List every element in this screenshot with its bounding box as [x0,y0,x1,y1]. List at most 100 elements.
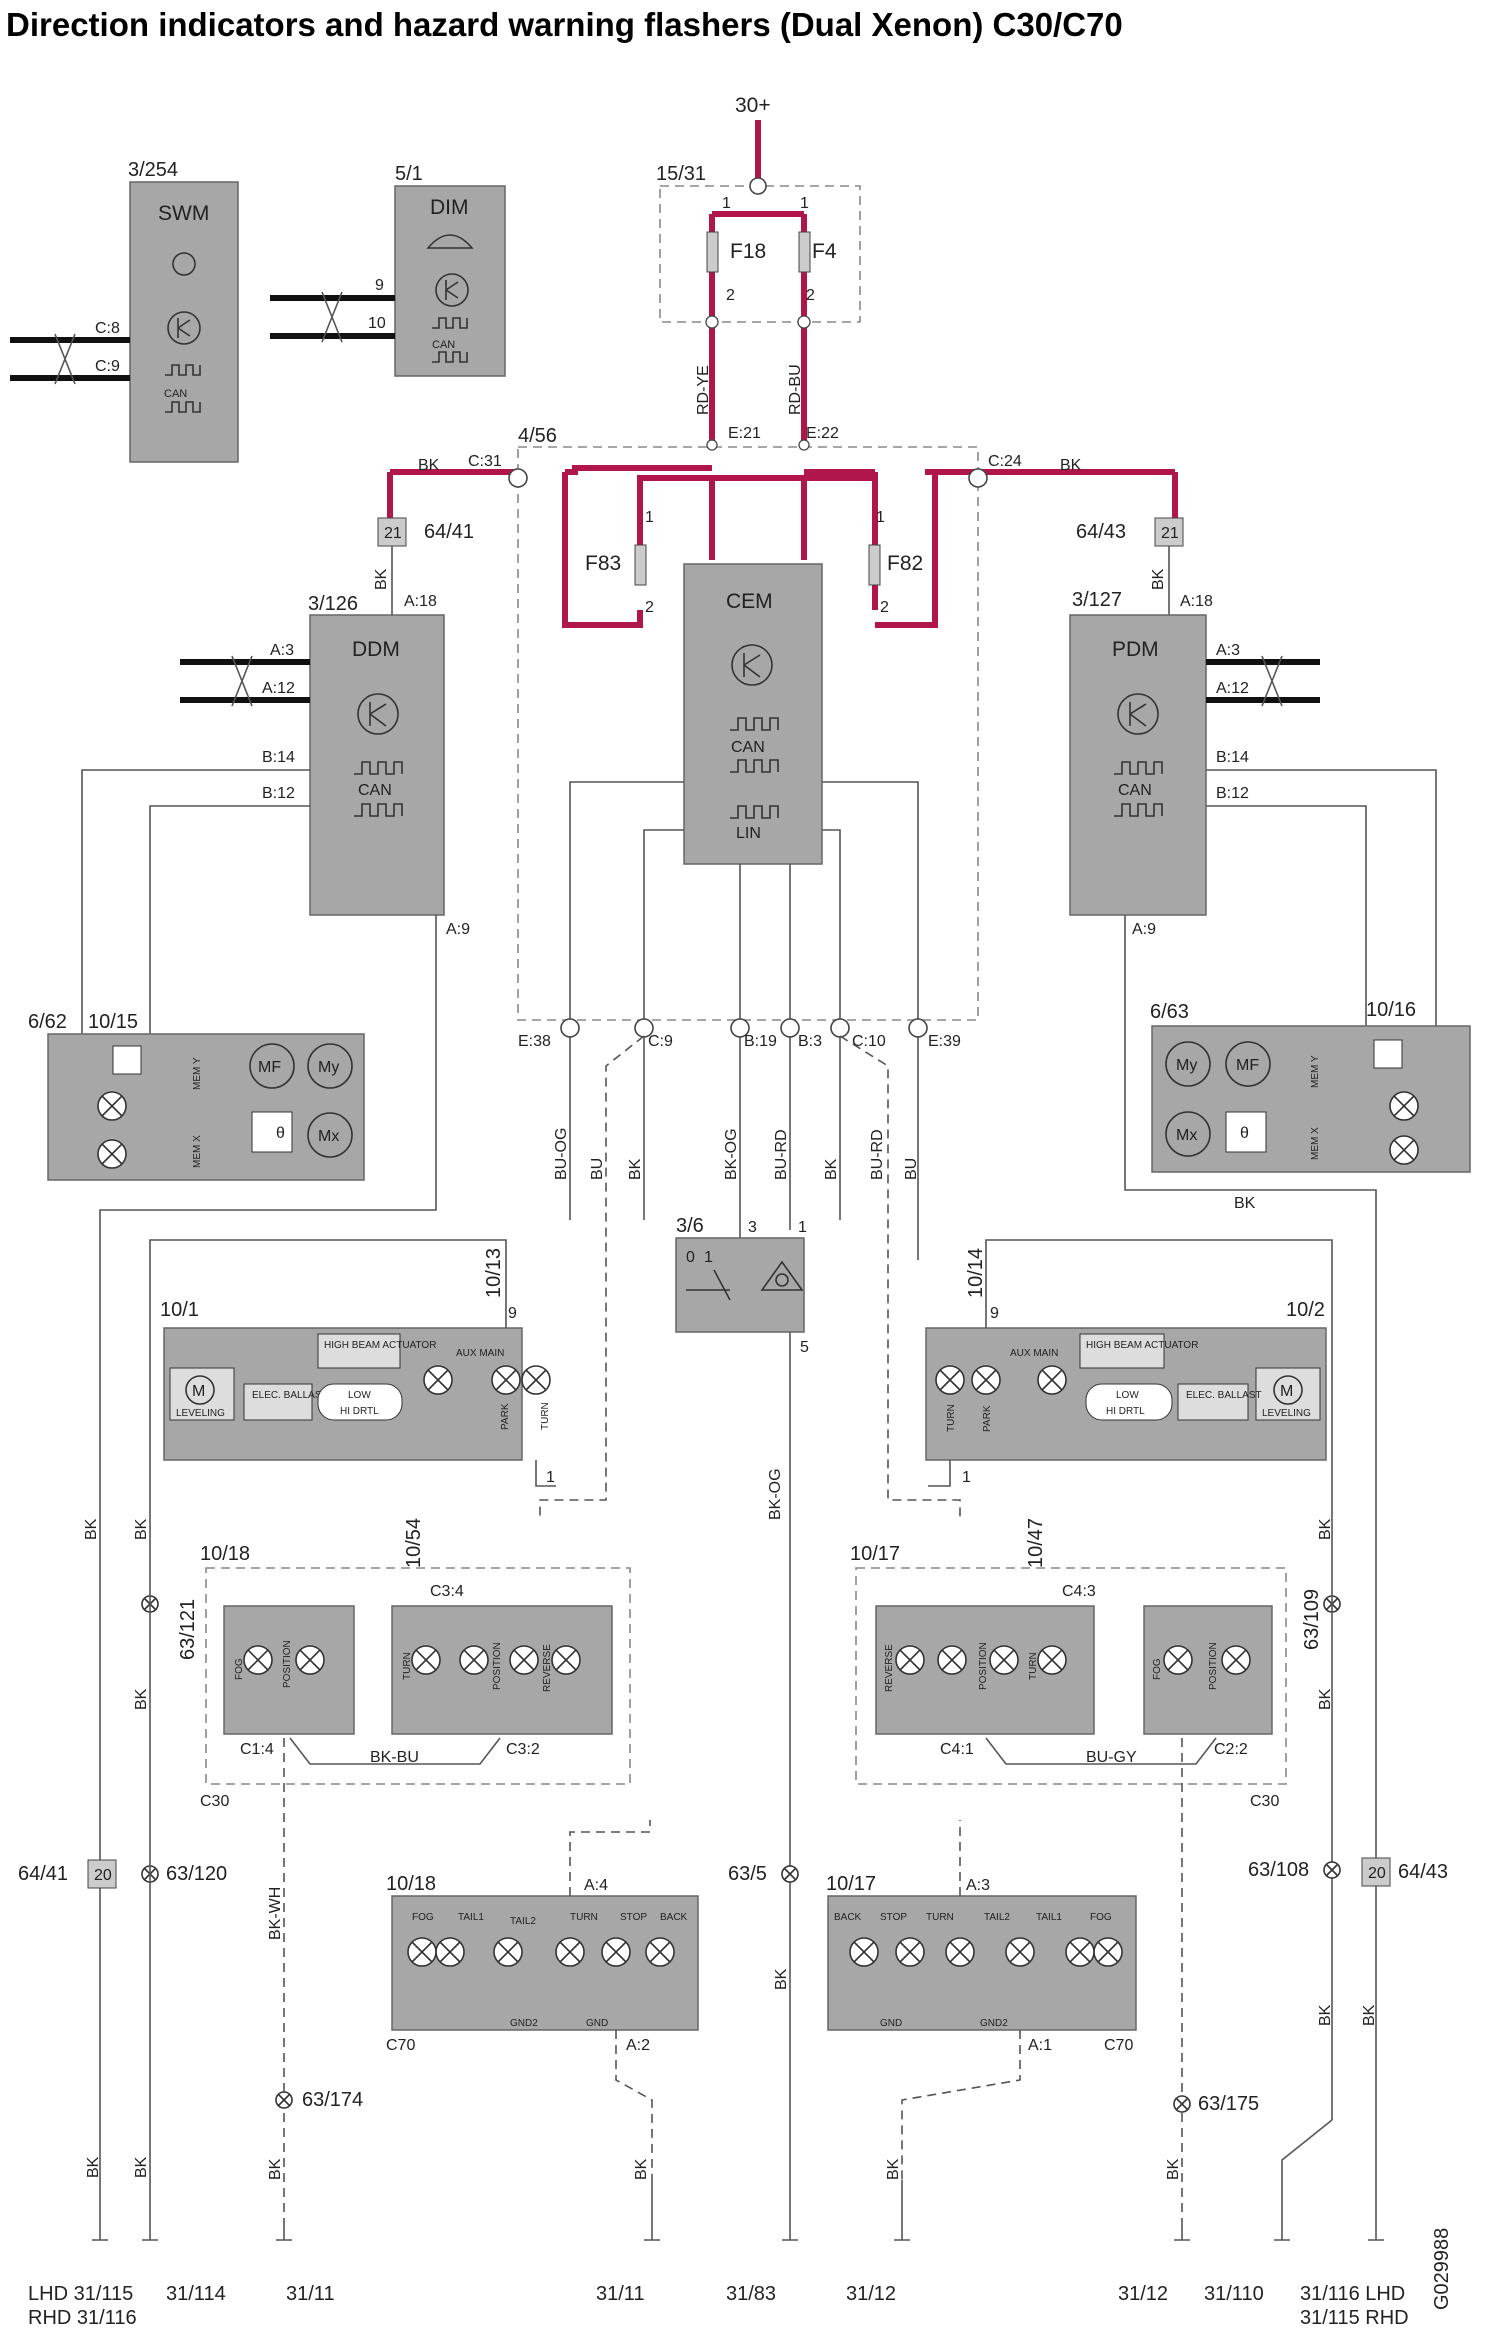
svg-text:BK: BK [133,2156,150,2178]
svg-text:A:3: A:3 [270,642,294,659]
svg-text:Mx: Mx [1176,1127,1197,1144]
svg-text:ELEC. BALLAST: ELEC. BALLAST [252,1390,328,1401]
wire-rd-bu: RD-BU [787,364,804,415]
svg-text:3: 3 [748,1219,757,1236]
svg-text:ELEC. BALLAST: ELEC. BALLAST [1186,1390,1262,1401]
svg-text:LIN: LIN [736,825,761,842]
svg-text:BK: BK [1361,2004,1378,2026]
rear-c70-right-group: 10/17 C70 BACK STOP TURN TAIL2 TAIL1 FOG… [826,1820,1137,2180]
svg-text:A:18: A:18 [404,593,437,610]
wire-rd-ye: RD-YE [695,365,712,415]
svg-text:20: 20 [1368,1865,1386,1882]
cem-ref: 4/56 [518,425,557,447]
svg-text:BK: BK [1317,2004,1334,2026]
headlamp-right-group: 10/2 10/14 9 HIGH BEAM ACTUATOR AUX MAIN… [925,1239,1333,1520]
lower-ground-wiring: 63/5 BK BK-WH 63/174 BK 63/175 BK [267,1738,1259,2220]
fuse-f83 [634,544,647,586]
svg-text:GND: GND [586,2018,608,2029]
svg-text:FOG: FOG [1090,1912,1112,1923]
svg-text:BU-GY: BU-GY [1086,1749,1137,1766]
svg-text:1: 1 [798,1219,807,1236]
svg-text:RHD 31/116: RHD 31/116 [28,2307,137,2329]
svg-text:9: 9 [990,1305,999,1322]
svg-text:C30: C30 [1250,1793,1279,1810]
svg-text:BK: BK [418,457,440,474]
svg-text:1: 1 [722,195,731,212]
mirror-left-group: 6/62 10/15 MF My Mx θ MEM Y MEM X [28,1011,365,1181]
svg-text:MEM X: MEM X [1310,1127,1321,1160]
fusebox-15-31: 15/31 F18 F4 1 1 2 2 RD-YE RD-BU [656,163,861,415]
svg-text:64/41: 64/41 [18,1863,68,1885]
svg-text:PARK: PARK [500,1403,511,1430]
fuse-f18-label: F18 [730,240,766,263]
svg-text:BACK: BACK [834,1912,862,1923]
svg-text:31/12: 31/12 [846,2283,896,2305]
svg-text:BK-WH: BK-WH [267,1887,284,1940]
svg-text:31/12: 31/12 [1118,2283,1168,2305]
svg-text:A:2: A:2 [626,2037,650,2054]
svg-text:BU: BU [589,1158,606,1180]
svg-text:63/109: 63/109 [1301,1589,1323,1650]
svg-text:C:31: C:31 [468,453,502,470]
svg-text:10/1: 10/1 [160,1299,199,1321]
svg-text:TURN: TURN [570,1912,598,1923]
svg-text:HIGH BEAM ACTUATOR: HIGH BEAM ACTUATOR [1086,1340,1198,1351]
svg-text:10/14: 10/14 [965,1248,987,1298]
svg-text:C70: C70 [1104,2037,1133,2054]
svg-text:GND: GND [880,2018,902,2029]
svg-text:θ: θ [1240,1125,1249,1142]
pdm-module-group: 3/127 PDM CAN A:3 A:12 B:14 B:12 A:9 [1069,589,1437,2220]
svg-text:64/41: 64/41 [424,521,474,543]
svg-text:BK: BK [373,568,390,590]
supply-wiring: 30+ [387,94,1178,628]
svg-text:9: 9 [375,277,384,294]
svg-text:BU: BU [903,1158,920,1180]
svg-text:10/16: 10/16 [1366,999,1416,1021]
svg-text:TURN: TURN [540,1402,551,1430]
svg-text:FOG: FOG [412,1912,434,1923]
svg-text:64/43: 64/43 [1398,1861,1448,1883]
svg-text:5/1: 5/1 [395,163,423,185]
swm-module [129,181,239,463]
svg-text:LHD 31/115: LHD 31/115 [28,2283,133,2305]
svg-text:2: 2 [880,599,889,616]
svg-text:MEM X: MEM X [192,1135,203,1168]
svg-text:My: My [318,1059,339,1076]
svg-text:31/11: 31/11 [596,2283,645,2305]
svg-text:10/54: 10/54 [403,1518,425,1568]
fuse-f18 [706,231,719,273]
svg-text:B:3: B:3 [798,1033,822,1050]
svg-text:STOP: STOP [620,1912,647,1923]
svg-text:BK-OG: BK-OG [723,1128,740,1180]
svg-text:BK-BU: BK-BU [370,1749,419,1766]
fuse-f82-label: F82 [887,552,923,575]
svg-text:MF: MF [258,1059,281,1076]
svg-text:63/5: 63/5 [728,1863,767,1885]
svg-text:BK: BK [627,1158,644,1180]
svg-text:REVERSE: REVERSE [884,1644,895,1692]
svg-text:BK: BK [885,2158,902,2180]
svg-text:LOW: LOW [1116,1390,1139,1401]
svg-text:CAN: CAN [358,782,392,799]
headlamp-left-group: 10/1 10/13 9 HIGH BEAM ACTUATOR AUX MAIN… [149,1239,556,1520]
svg-text:M: M [1280,1383,1293,1400]
svg-text:C:9: C:9 [95,358,120,375]
svg-text:BK: BK [83,1518,100,1540]
svg-text:AUX MAIN: AUX MAIN [1010,1348,1058,1359]
mirror-left [47,1033,365,1181]
svg-text:GND2: GND2 [510,2018,538,2029]
cem-output-wiring: BU-OG BU BK BK-OG BU-RD BK BU-RD BU [539,1035,961,1520]
svg-text:TAIL1: TAIL1 [458,1912,484,1923]
left-top-wiring: BK 21 64/41 BK A:18 [373,457,474,615]
svg-text:DIM: DIM [430,196,469,219]
rear-c30-left-group: 10/18 10/54 C30 FOG POSITION TURN POSITI… [200,1518,631,1810]
svg-text:5: 5 [800,1339,809,1356]
svg-text:BK-OG: BK-OG [767,1468,784,1520]
svg-text:TURN: TURN [946,1404,957,1432]
svg-text:LEVELING: LEVELING [176,1408,225,1419]
svg-text:63/120: 63/120 [166,1863,227,1885]
svg-text:HI DRTL: HI DRTL [1106,1406,1145,1417]
right-rails: BK 63/109 BK 63/108 20 64/43 BK BK [1248,1518,1448,2120]
svg-text:31/11: 31/11 [286,2283,335,2305]
svg-text:20: 20 [94,1867,112,1884]
